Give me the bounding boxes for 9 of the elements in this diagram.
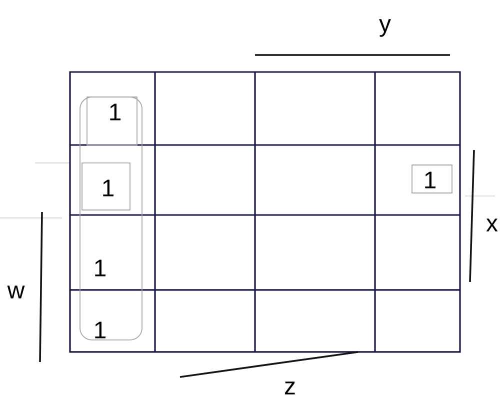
- cell-value: 1: [95, 322, 106, 338]
- axis-label: z: [284, 382, 295, 394]
- cell-value: 1: [425, 172, 436, 188]
- cell-value: 1: [95, 260, 106, 276]
- axis-label: y: [379, 19, 391, 37]
- axis-label: w: [7, 286, 25, 298]
- cell-value: 1: [103, 180, 114, 196]
- axis-label: x: [486, 218, 498, 232]
- cell-value: 1: [110, 104, 120, 120]
